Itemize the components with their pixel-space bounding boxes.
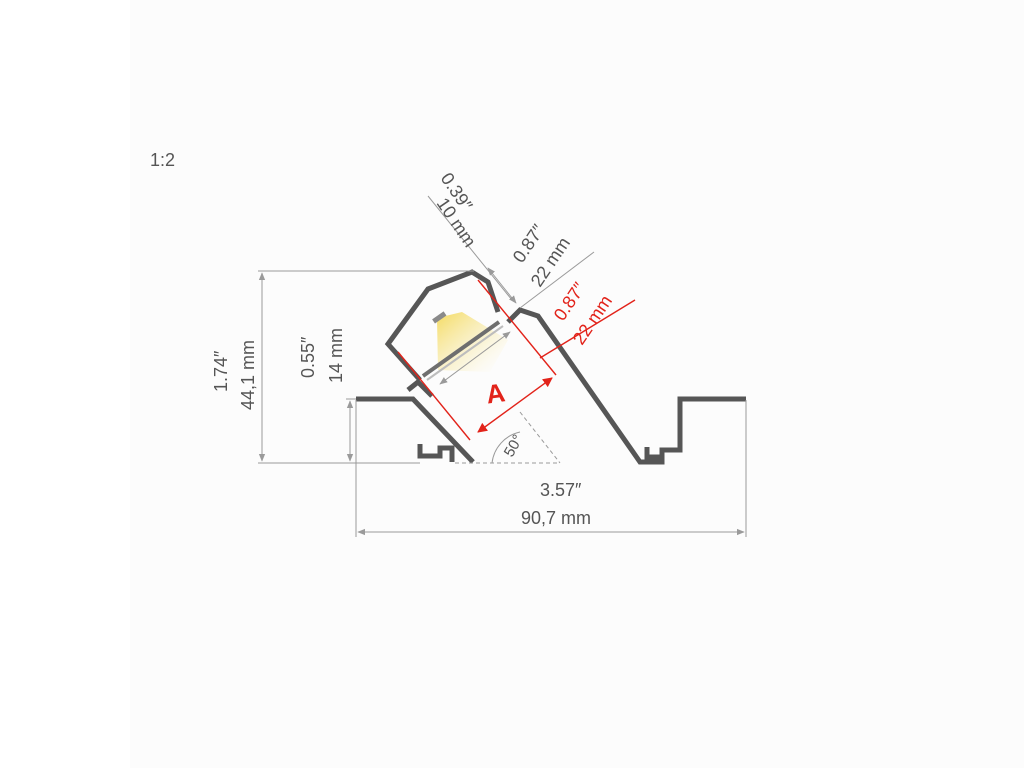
angle-label: 50° (501, 432, 527, 460)
channel-width-line (487, 267, 517, 304)
led-width-ext-line (539, 299, 636, 359)
light-measure-line (439, 331, 511, 385)
recess-height-in: 0.55″ (298, 336, 318, 378)
total-width-mm: 90,7 mm (521, 508, 591, 528)
dimension-a-line (477, 377, 553, 433)
profile-foot-left (417, 444, 455, 462)
profile-inner-wall (406, 378, 434, 398)
label-a: A (484, 377, 507, 409)
profile-outline (356, 307, 746, 465)
angle-leg (519, 411, 561, 464)
channel-width-ext-line (519, 251, 595, 309)
scale-label: 1:2 (150, 150, 175, 170)
inner-depth-line (427, 195, 513, 301)
angle-arc (491, 431, 521, 464)
total-height-in: 1.74″ (211, 350, 231, 392)
channel-edge-left (397, 351, 471, 441)
led-chip (432, 311, 447, 324)
profile-foot-right (644, 447, 660, 460)
total-width-in: 3.57″ (540, 480, 582, 500)
total-height-mm: 44,1 mm (238, 340, 258, 410)
drawing-sheet (130, 0, 1024, 768)
recess-height-mm: 14 mm (326, 328, 346, 383)
